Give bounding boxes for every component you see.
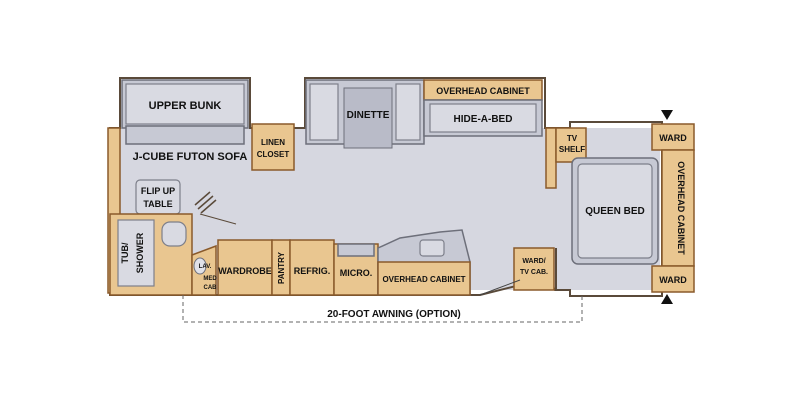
ward-tv-cabinet <box>513 247 555 291</box>
dinette-table <box>343 87 393 149</box>
dinette-bench-right <box>395 83 421 141</box>
awning-pointer <box>479 279 521 296</box>
refrigerator <box>289 239 335 296</box>
shower-label: SHOWER <box>135 232 145 273</box>
dinette-bench-left <box>309 83 339 141</box>
lav-sink <box>193 257 207 275</box>
awning-label: 20-FOOT AWNING (OPTION) <box>327 309 461 320</box>
refrig-label: REFRIG. <box>294 266 331 276</box>
ward-tv-label-2: TV CAB. <box>520 269 548 276</box>
linen-closet <box>251 123 295 171</box>
lav-label: LAV. <box>199 264 212 270</box>
kitchen-sink <box>419 239 445 257</box>
futon-sofa <box>125 125 245 145</box>
overhead-cabinet-top-label: OVERHEAD CABINET <box>436 86 530 96</box>
overhead-cabinet-right-label: OVERHEAD CABINET <box>676 161 686 255</box>
linen-closet-label-2: CLOSET <box>257 150 290 159</box>
slide-marker-top-icon <box>661 110 673 120</box>
ward-top <box>651 123 695 151</box>
wardrobe-label: WARDROBE <box>218 266 272 276</box>
med-cab-label-2: CAB <box>204 285 218 291</box>
entry-steps <box>194 191 217 214</box>
hide-a-bed-cushion <box>429 103 537 133</box>
tv-shelf <box>555 127 587 163</box>
flip-up-table-label-1: FLIP UP <box>141 186 175 196</box>
tub-label: TUB/ <box>120 242 130 263</box>
awning-label-bg <box>328 305 462 321</box>
tv-shelf-label-2: SHELF <box>559 145 585 154</box>
overhead-cabinet-bottom-label: OVERHEAD CABINET <box>382 275 465 284</box>
tub-shower <box>117 219 155 287</box>
wardrobe <box>217 239 273 296</box>
slide-marker-bottom-icon <box>661 294 673 304</box>
awning-outline <box>182 295 583 323</box>
queen-bed-label: QUEEN BED <box>585 206 644 217</box>
toilet <box>161 221 187 247</box>
overhead-cabinet-bottom <box>377 261 471 296</box>
bedroom-partition <box>545 127 557 189</box>
tv-shelf-label-1: TV <box>567 134 578 143</box>
futon-sofa-label: J-CUBE FUTON SOFA <box>133 151 248 163</box>
upper-bunk-mattress <box>125 83 245 125</box>
hide-a-bed-label: HIDE-A-BED <box>454 114 513 125</box>
stove <box>337 243 375 257</box>
flip-up-table-label-2: TABLE <box>143 199 172 209</box>
ward-bottom <box>651 265 695 293</box>
dinette-label: DINETTE <box>347 110 390 121</box>
queen-bed-mattress <box>577 163 653 259</box>
micro-label: MICRO. <box>340 268 373 278</box>
door-swing <box>199 213 237 225</box>
pantry-label: PANTRY <box>277 251 286 284</box>
ward-top-label: WARD <box>659 133 687 143</box>
upper-bunk-label: UPPER BUNK <box>149 100 222 112</box>
ward-bottom-label: WARD <box>659 275 687 285</box>
ward-tv-label-1: WARD/ <box>522 258 545 265</box>
med-cab-label-1: MED <box>203 276 217 282</box>
linen-closet-label-1: LINEN <box>261 138 285 147</box>
